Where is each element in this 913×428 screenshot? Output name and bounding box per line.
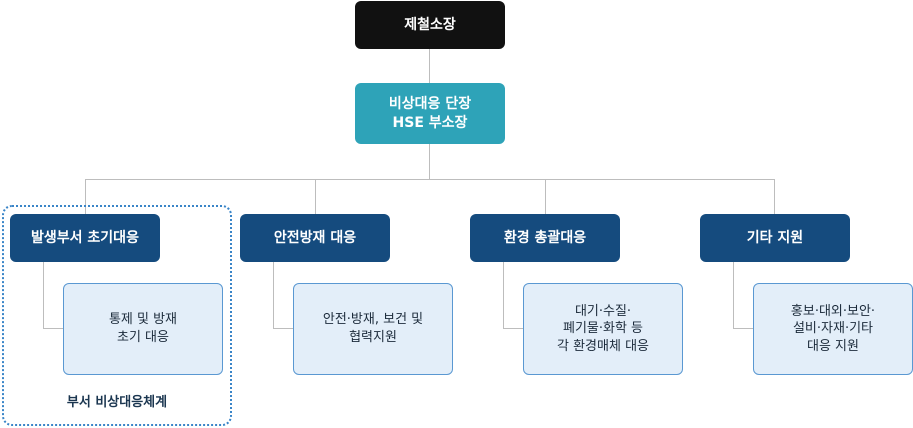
group-caption: 부서 비상대응체계 [66, 395, 168, 410]
connector-bus-to-dept-4 [774, 179, 775, 214]
connector-bus-to-dept-1 [85, 179, 86, 214]
connector-dept-2-right [273, 328, 294, 329]
connector-bus-to-dept-3 [545, 179, 546, 214]
emergency-leader-node: 비상대응 단장 HSE 부소장 [355, 83, 505, 144]
task-safety-health: 안전·방재, 보건 및 협력지원 [293, 283, 453, 375]
task-environment-media: 대기·수질· 폐기물·화학 등 각 환경매체 대응 [523, 283, 683, 375]
connector-bus-to-dept-2 [315, 179, 316, 214]
dept-environment-response: 환경 총괄대응 [470, 214, 620, 262]
department-response-group [2, 205, 232, 426]
dept-safety-response: 안전방재 대응 [240, 214, 390, 262]
connector-dept-2-down [273, 262, 274, 328]
task-control-initial: 통제 및 방재 초기 대응 [63, 283, 223, 375]
dept-other-support: 기타 지원 [700, 214, 850, 262]
director-node: 제철소장 [355, 1, 505, 49]
connector-horizontal-bus [85, 179, 775, 180]
connector-dept-1-down [43, 262, 44, 328]
connector-dept-1-right [43, 328, 64, 329]
task-other-support: 홍보·대외·보안· 설비·자재·기타 대응 지원 [753, 283, 913, 375]
connector-dept-4-right [733, 328, 754, 329]
connector-dept-3-right [503, 328, 524, 329]
connector-dept-3-down [503, 262, 504, 328]
connector-dept-4-down [733, 262, 734, 328]
connector-top-to-middle [429, 49, 430, 83]
dept-initial-response: 발생부서 초기대응 [10, 214, 160, 262]
connector-middle-to-bus [429, 144, 430, 179]
